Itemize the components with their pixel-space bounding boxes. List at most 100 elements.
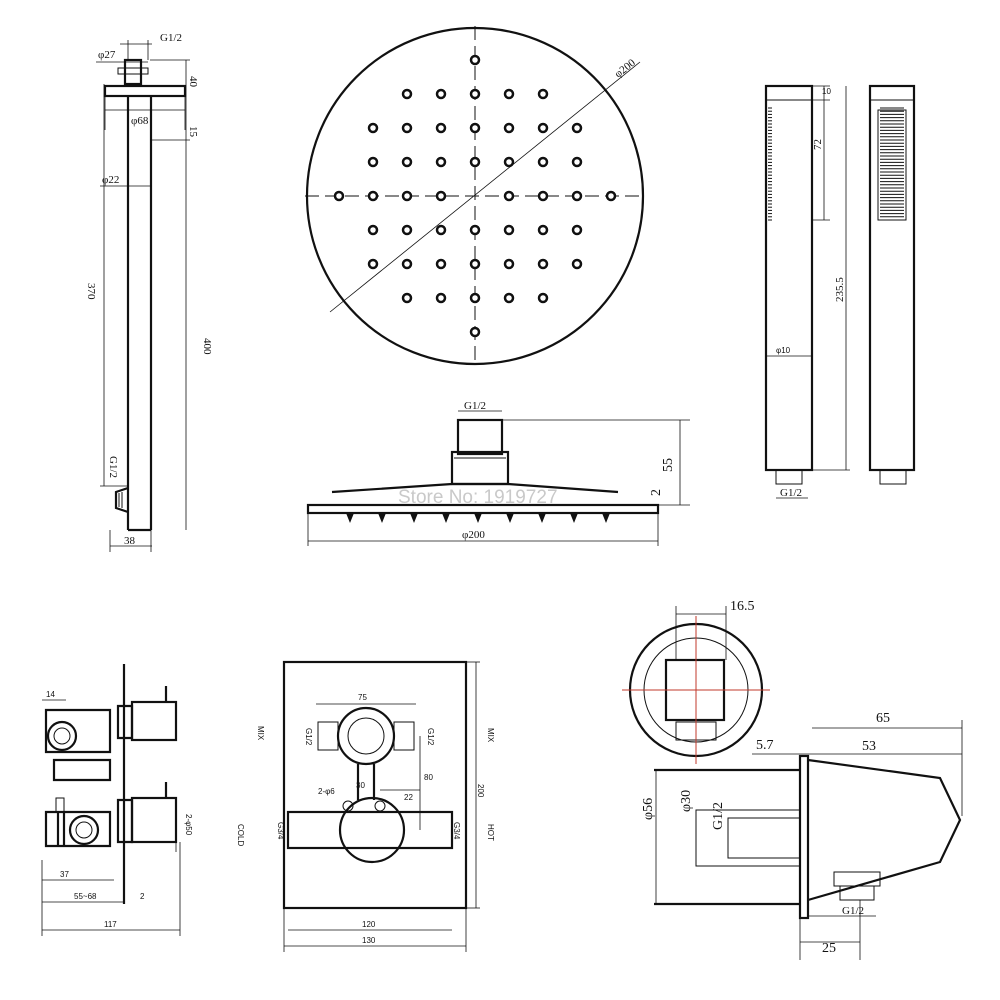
outlet-d53-label: 53 xyxy=(862,739,876,754)
arm-flange-label: φ68 xyxy=(131,115,149,127)
arm-len400-label: 400 xyxy=(201,338,213,355)
nozzle-dot xyxy=(469,88,481,100)
valve-front-g34-left-label: G3/4 xyxy=(276,822,285,840)
nozzle-dot xyxy=(469,224,481,236)
valve-front-cold-label: COLD xyxy=(236,824,245,846)
valve-side-knob-label: 2-φ50 xyxy=(184,814,193,836)
valve-front-w120-label: 120 xyxy=(362,920,376,929)
head-side-h2-label: 2 xyxy=(649,489,664,496)
side-nozzle-tip xyxy=(506,513,514,523)
outlet-d25-label: 25 xyxy=(822,941,836,956)
valve-front-mix-left-label: MIX xyxy=(256,726,265,741)
valve-front-g12-right-label: G1/2 xyxy=(426,728,435,746)
shower-head-top-view: φ200 xyxy=(305,26,645,366)
nozzle-dot xyxy=(537,258,549,270)
nozzle-dot xyxy=(401,88,413,100)
arm-h40-label: 40 xyxy=(187,76,199,88)
arm-flange-small-label: φ27 xyxy=(98,49,116,61)
valve-front-w130-label: 130 xyxy=(362,936,376,945)
nozzle-dot xyxy=(537,224,549,236)
arm-thread-top-label: G1/2 xyxy=(160,32,182,44)
side-nozzle-tip xyxy=(346,513,354,523)
nozzle-dot xyxy=(367,122,379,134)
side-nozzle-tip xyxy=(474,513,482,523)
nozzle-grid xyxy=(333,54,617,338)
valve-front-h80-label: 80 xyxy=(424,773,433,782)
valve-side-d37-label: 37 xyxy=(60,870,69,879)
outlet-d56-label: φ56 xyxy=(641,798,656,820)
hand-top10-label: 10 xyxy=(822,87,831,96)
nozzle-dot xyxy=(401,292,413,304)
nozzle-dot xyxy=(401,122,413,134)
nozzle-dot xyxy=(537,88,549,100)
outlet-d5-7-label: 5.7 xyxy=(756,738,774,753)
nozzle-dot xyxy=(435,258,447,270)
outlet-g12-outlet-label: G1/2 xyxy=(842,905,864,917)
valve-front-g12-left-label: G1/2 xyxy=(304,728,313,746)
side-nozzle-tip xyxy=(442,513,450,523)
valve-front-view: 75 G1/2 G1/2 MIX MIX 30 2-φ6 80 200 22 C… xyxy=(236,660,495,952)
outlet-d30-label: φ30 xyxy=(679,790,694,812)
head-side-thread-label: G1/2 xyxy=(464,400,486,412)
valve-side-view: 14 2-φ50 37 55~68 2 117 xyxy=(41,664,193,936)
nozzle-dot xyxy=(503,292,515,304)
nozzle-dot xyxy=(401,156,413,168)
outlet-d65-label: 65 xyxy=(876,711,890,726)
nozzle-dot xyxy=(503,88,515,100)
hand-shower-drawing: 10 72 235.5 φ10 G1/2 xyxy=(764,84,916,499)
nozzle-dot xyxy=(367,258,379,270)
shower-head-side-view: G1/2 55 2 φ200 xyxy=(306,400,690,546)
hand-dia10-label: φ10 xyxy=(776,346,791,355)
head-side-h55-label: 55 xyxy=(661,458,676,472)
nozzle-dot xyxy=(435,122,447,134)
valve-front-d22-label: 22 xyxy=(404,793,413,802)
nozzle-dot xyxy=(469,258,481,270)
valve-side-d2-label: 2 xyxy=(140,892,145,901)
nozzle-dot xyxy=(537,292,549,304)
arm-tube-label: φ22 xyxy=(102,174,119,186)
side-nozzle-row xyxy=(346,513,610,523)
side-nozzle-tip xyxy=(410,513,418,523)
nozzle-dot xyxy=(503,156,515,168)
outlet-g12-inner-label: G1/2 xyxy=(711,802,726,830)
nozzle-dot xyxy=(401,224,413,236)
nozzle-dot xyxy=(469,156,481,168)
hand-shower-grip-lines xyxy=(768,107,904,221)
valve-front-h200-label: 200 xyxy=(476,784,485,798)
nozzle-dot xyxy=(537,190,549,202)
nozzle-dot xyxy=(605,190,617,202)
nozzle-dot xyxy=(401,190,413,202)
nozzle-dot xyxy=(571,156,583,168)
hand-len235-label: 235.5 xyxy=(834,277,846,302)
outlet-d16-5-label: 16.5 xyxy=(730,599,755,614)
arm-w38-label: 38 xyxy=(124,535,136,547)
nozzle-dot xyxy=(571,190,583,202)
nozzle-dot xyxy=(435,292,447,304)
nozzle-dot xyxy=(503,258,515,270)
head-top-diameter-label: φ200 xyxy=(612,57,638,81)
valve-front-g34-right-label: G3/4 xyxy=(452,822,461,840)
head-side-diameter-label: φ200 xyxy=(462,529,485,541)
nozzle-dot xyxy=(435,88,447,100)
store-watermark: Store No: 1919727 xyxy=(398,487,558,508)
hand-len72-label: 72 xyxy=(812,139,824,150)
arm-thread-bottom-label: G1/2 xyxy=(107,456,119,478)
nozzle-dot xyxy=(503,190,515,202)
arm-h15-label: 15 xyxy=(187,126,199,138)
wall-outlet-drawing: 16.5 65 5.7 53 φ56 φ30 G1/2 G1/2 25 xyxy=(622,599,963,960)
nozzle-dot xyxy=(435,156,447,168)
nozzle-dot xyxy=(571,258,583,270)
side-nozzle-tip xyxy=(602,513,610,523)
side-nozzle-tip xyxy=(570,513,578,523)
nozzle-dot xyxy=(435,224,447,236)
side-nozzle-tip xyxy=(538,513,546,523)
valve-front-screws-label: 2-φ6 xyxy=(318,787,335,796)
valve-side-depth-label: 55~68 xyxy=(74,892,97,901)
nozzle-dot xyxy=(469,54,481,66)
valve-side-d14-label: 14 xyxy=(46,690,55,699)
nozzle-dot xyxy=(367,156,379,168)
nozzle-dot xyxy=(333,190,345,202)
nozzle-dot xyxy=(571,224,583,236)
valve-front-mix-right-label: MIX xyxy=(486,728,495,743)
